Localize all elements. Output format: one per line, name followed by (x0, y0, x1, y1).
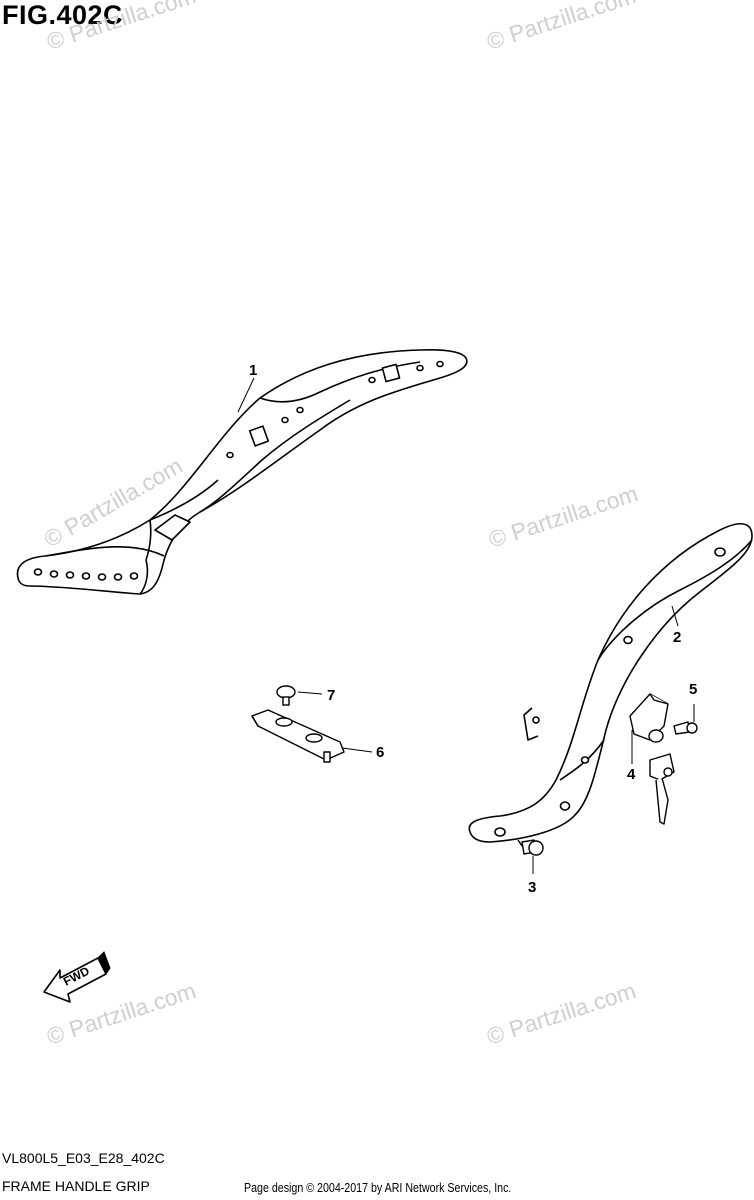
callout-number: 7 (327, 687, 335, 704)
leader-lines (237, 377, 695, 874)
callout-number: 5 (689, 681, 697, 698)
watermark: © Partzilla.com (44, 0, 199, 55)
grip-bolt[interactable] (517, 839, 544, 856)
callout-number: 3 (528, 879, 536, 896)
callout-number: 6 (376, 744, 384, 761)
watermark: © Partzilla.com (484, 0, 639, 55)
fwd-direction-arrow: FWD (43, 951, 111, 1003)
lock-screw[interactable] (673, 721, 698, 735)
plate-screw[interactable] (276, 685, 296, 706)
diagram-name: FRAME HANDLE GRIP (2, 1178, 150, 1194)
callout-number: 4 (627, 766, 636, 783)
frame-handle-grip-left[interactable] (16, 349, 468, 595)
callout-numbers: 1 2 3 4 5 6 7 (249, 362, 697, 896)
frame-handle-grip-right[interactable] (468, 523, 753, 843)
callout-number: 2 (673, 629, 681, 646)
watermark: © Partzilla.com (486, 480, 641, 553)
footer-credit: Page design © 2004-2017 by ARI Network S… (244, 1180, 512, 1195)
plate[interactable] (251, 709, 345, 763)
helmet-lock[interactable] (629, 693, 675, 825)
watermarks: © Partzilla.com © Partzilla.com © Partzi… (40, 0, 641, 1050)
callout-number: 1 (249, 362, 257, 379)
figure-title: FIG.402C (2, 0, 124, 30)
diagram-code: VL800L5_E03_E28_402C (2, 1150, 165, 1166)
watermark: © Partzilla.com (484, 977, 639, 1050)
